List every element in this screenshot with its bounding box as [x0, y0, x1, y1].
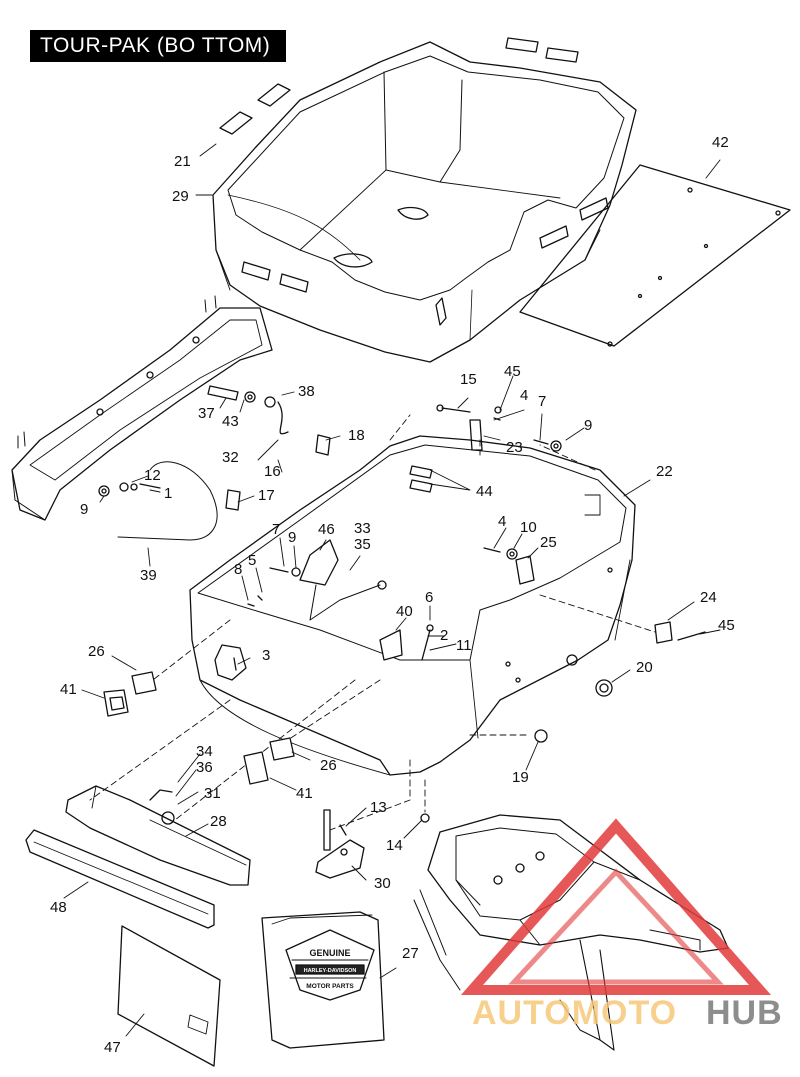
callout-26-left: 26 — [88, 643, 105, 660]
callout-40: 40 — [396, 603, 413, 620]
assembly-lines — [89, 414, 656, 831]
callout-labels: 21 29 42 38 37 43 15 45 4 7 9 23 18 32 1… — [50, 134, 735, 1056]
logo-line3: MOTOR PARTS — [306, 983, 354, 990]
callout-45-right: 45 — [718, 617, 735, 634]
callout-39: 39 — [140, 567, 157, 584]
callout-41-left: 41 — [60, 681, 77, 698]
callout-11: 11 — [456, 637, 472, 654]
callout-48: 48 — [50, 899, 67, 916]
callout-46: 46 — [318, 521, 335, 538]
callout-27: 27 — [402, 945, 419, 962]
callout-9-left: 9 — [80, 501, 88, 518]
tour-pak-liner — [212, 41, 637, 363]
genuine-parts-logo: GENUINE HARLEY-DAVIDSON MOTOR PARTS — [304, 948, 357, 990]
callout-24: 24 — [700, 589, 717, 606]
callout-41-mid: 41 — [296, 785, 313, 802]
floor-panel — [519, 164, 791, 347]
callout-47: 47 — [104, 1039, 121, 1056]
watermark-text-secondary: HUB — [706, 994, 783, 1032]
lock-bracket — [315, 809, 365, 879]
callout-43: 43 — [222, 413, 239, 430]
latch-plates — [103, 671, 295, 785]
callout-29: 29 — [172, 188, 189, 205]
callout-19: 19 — [512, 769, 529, 786]
callout-26-mid: 26 — [320, 757, 337, 774]
watermark-triangle-icon — [460, 818, 772, 995]
callout-14: 14 — [386, 837, 403, 854]
callout-31: 31 — [204, 785, 221, 802]
callout-28: 28 — [210, 813, 227, 830]
callout-23: 23 — [506, 439, 523, 456]
instruction-card-47 — [117, 925, 221, 1067]
logo-line1: GENUINE — [309, 948, 350, 958]
callout-16: 16 — [264, 463, 281, 480]
callout-33: 33 — [354, 520, 371, 537]
callout-34: 34 — [196, 743, 213, 760]
callout-32: 32 — [222, 449, 239, 466]
callout-21: 21 — [174, 153, 191, 170]
logo-line2: HARLEY-DAVIDSON — [304, 968, 357, 974]
callout-45-top: 45 — [504, 363, 521, 380]
watermark-text-primary: AUTOMOTO — [472, 994, 677, 1032]
callout-22: 22 — [656, 463, 673, 480]
callout-25: 25 — [540, 534, 557, 551]
callout-37: 37 — [198, 405, 215, 422]
callout-7-mid: 7 — [272, 521, 280, 538]
callout-35: 35 — [354, 536, 371, 553]
lower-light-bar — [65, 785, 251, 886]
release-cable — [117, 461, 218, 541]
tour-pak-bottom-case — [189, 435, 636, 776]
leader-lines — [63, 143, 721, 1037]
callout-42: 42 — [712, 134, 729, 151]
callout-1: 1 — [164, 485, 172, 502]
callout-12: 12 — [144, 467, 161, 484]
trim-molding — [11, 295, 273, 521]
callout-44: 44 — [476, 483, 493, 500]
callout-6: 6 — [425, 589, 433, 606]
callout-30: 30 — [374, 875, 391, 892]
reflector-strip — [25, 829, 215, 929]
callout-2: 2 — [440, 627, 448, 644]
owners-manual-27 — [261, 911, 385, 1049]
callout-36: 36 — [196, 759, 213, 776]
callout-17: 17 — [258, 487, 275, 504]
callout-15: 15 — [460, 371, 477, 388]
callout-18: 18 — [348, 427, 365, 444]
callout-9-top: 9 — [584, 417, 592, 434]
callout-38: 38 — [298, 383, 315, 400]
callout-8: 8 — [234, 561, 242, 578]
callout-4-mid: 4 — [498, 513, 506, 530]
hardware-parts — [98, 385, 706, 836]
callout-4-top: 4 — [520, 387, 528, 404]
callout-3: 3 — [262, 647, 270, 664]
diagram-title: TOUR-PAK (BO TTOM) — [30, 30, 286, 62]
callout-7-top: 7 — [538, 393, 546, 410]
callout-20: 20 — [636, 659, 653, 676]
callout-9-mid: 9 — [288, 529, 296, 546]
callout-13: 13 — [370, 799, 387, 816]
callout-10: 10 — [520, 519, 537, 536]
watermark: AUTOMOTO HUB — [460, 818, 783, 1032]
callout-5: 5 — [248, 552, 256, 569]
reflector-stickers — [219, 37, 609, 293]
